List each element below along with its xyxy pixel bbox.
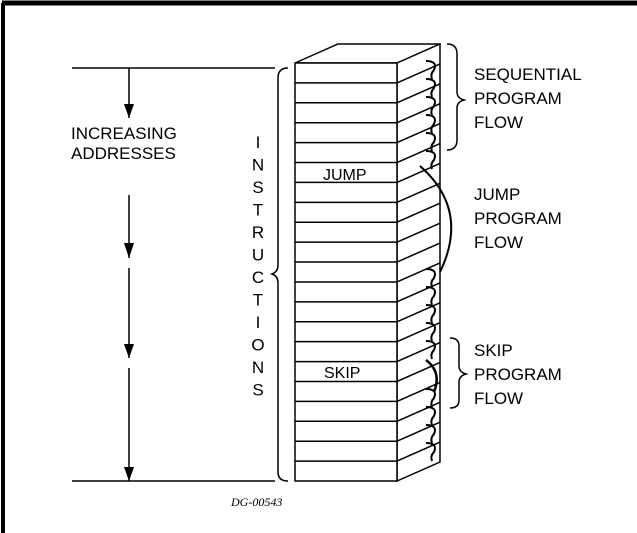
jump-flow-arc bbox=[419, 165, 453, 273]
instructions-letter: R bbox=[252, 223, 264, 242]
flow-loop bbox=[425, 60, 436, 80]
skip-flow-label-1: SKIP bbox=[474, 341, 513, 360]
flow-loop bbox=[425, 150, 436, 170]
instructions-letter: N bbox=[252, 358, 264, 377]
skip-cell-label: SKIP bbox=[324, 365, 360, 382]
stack-side-divider bbox=[396, 83, 441, 104]
stack-side-divider bbox=[396, 341, 441, 363]
skip-brace bbox=[449, 337, 469, 409]
instructions-bracket bbox=[269, 67, 289, 482]
flow-loop bbox=[425, 406, 436, 426]
flow-loop bbox=[425, 340, 436, 360]
stack-side-divider bbox=[396, 202, 441, 223]
flow-loop bbox=[425, 286, 436, 306]
stack-front-face bbox=[294, 62, 398, 482]
instructions-letter: I bbox=[256, 313, 261, 332]
increasing-addresses-label-2: ADDRESSES bbox=[71, 144, 176, 163]
instructions-letter: T bbox=[253, 291, 263, 310]
instructions-letter: N bbox=[252, 156, 264, 175]
flow-loop bbox=[425, 78, 436, 98]
jump-flow-label-3: FLOW bbox=[474, 233, 523, 252]
skip-flow-label-2: PROGRAM bbox=[474, 365, 562, 384]
increasing-addresses-label-1: INCREASING bbox=[71, 124, 177, 143]
stack-side-divider bbox=[396, 162, 441, 184]
skip-flow-label-3: FLOW bbox=[474, 389, 523, 408]
stack-side-divider bbox=[396, 63, 441, 84]
sequential-flow-label-2: PROGRAM bbox=[474, 89, 562, 108]
sequential-flow-label-1: SEQUENTIAL bbox=[474, 65, 582, 84]
flow-loop bbox=[425, 132, 436, 152]
instructions-letter: S bbox=[252, 178, 263, 197]
stack-side-divider bbox=[396, 401, 441, 422]
stack-side-divider bbox=[396, 282, 441, 303]
flow-loop bbox=[425, 442, 436, 462]
stack-side-divider bbox=[396, 222, 441, 243]
jump-cell-label: JUMP bbox=[323, 167, 367, 184]
flow-loop bbox=[425, 424, 436, 444]
figure-code: DG-00543 bbox=[230, 495, 282, 509]
instructions-letter: U bbox=[252, 246, 264, 265]
flow-loop bbox=[425, 114, 436, 134]
stack-side-divider bbox=[396, 262, 441, 283]
instruction-stack bbox=[294, 42, 441, 483]
instructions-letter: T bbox=[253, 201, 263, 220]
instructions-letter: S bbox=[252, 381, 263, 400]
skip-flow-arc bbox=[425, 359, 438, 393]
flow-loop bbox=[425, 268, 436, 288]
flow-loop bbox=[425, 304, 436, 324]
instructions-letter: C bbox=[252, 268, 264, 287]
flow-loop bbox=[425, 96, 436, 116]
instructions-letter: O bbox=[251, 336, 264, 355]
stack-side-divider bbox=[396, 242, 441, 263]
sequential-flow-label-3: FLOW bbox=[474, 113, 523, 132]
flow-loops bbox=[425, 60, 436, 462]
sequential-brace bbox=[446, 43, 467, 151]
stack-side-divider bbox=[396, 381, 441, 403]
stack-side-divider bbox=[396, 142, 441, 164]
jump-flow-label-2: PROGRAM bbox=[474, 209, 562, 228]
stack-side-divider bbox=[396, 321, 441, 343]
jump-flow-label-1: JUMP bbox=[474, 185, 520, 204]
increasing-addresses-arrow bbox=[124, 68, 134, 481]
instructions-letter: I bbox=[256, 133, 261, 152]
stack-side-divider bbox=[396, 182, 441, 204]
flow-loop bbox=[425, 388, 436, 408]
flow-loop bbox=[425, 322, 436, 342]
